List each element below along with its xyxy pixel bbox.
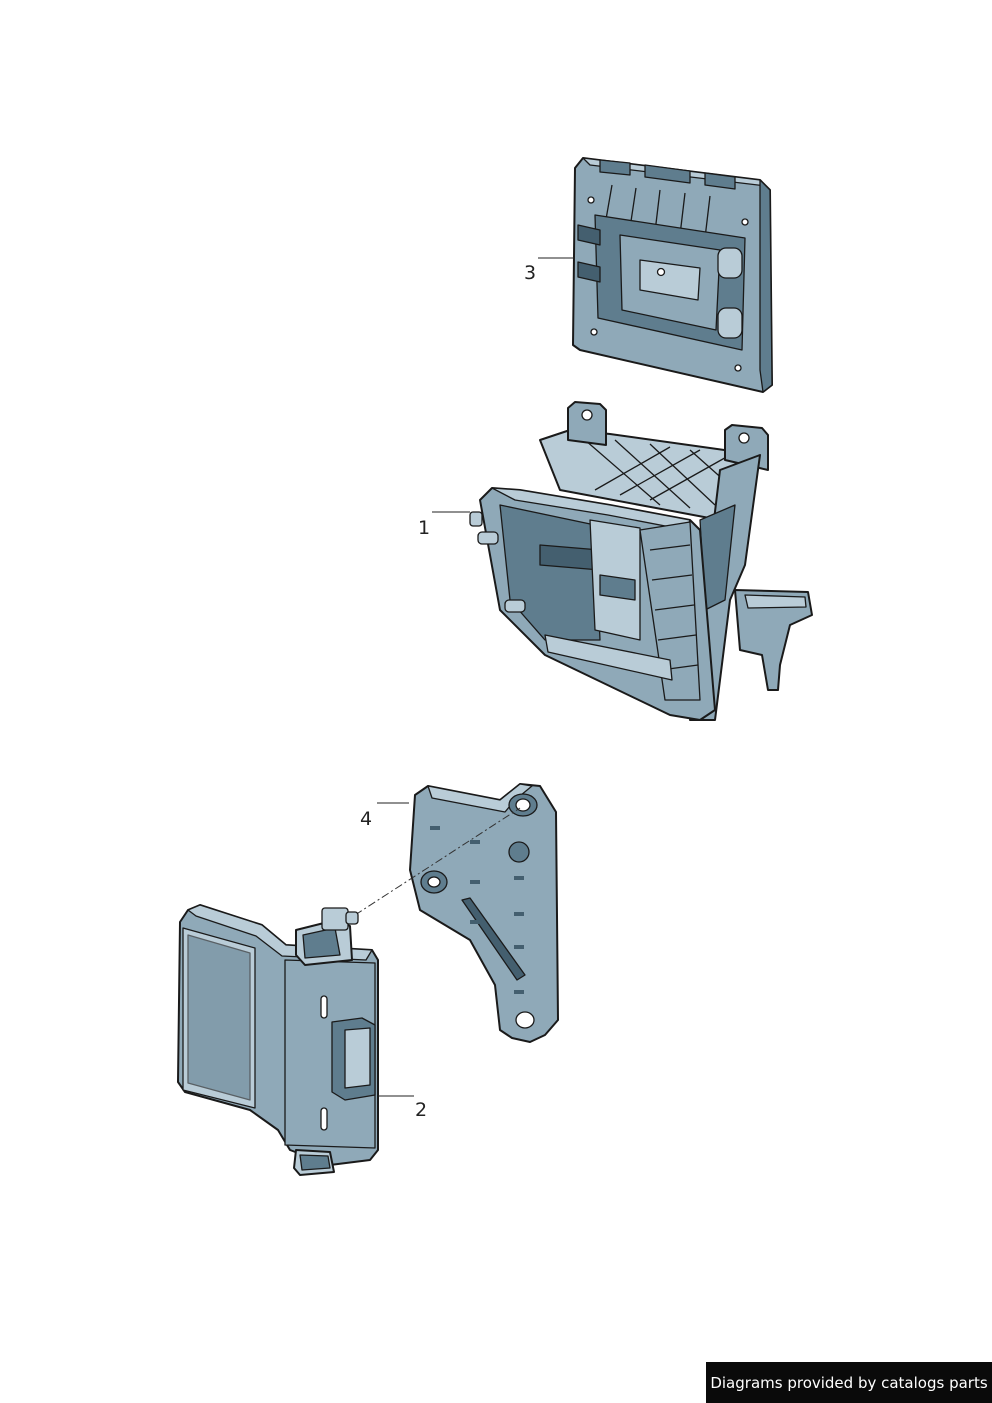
callout-3-label: 3 (524, 262, 536, 284)
callout-3: 3 (524, 257, 575, 284)
part-3-control-unit[interactable] (572, 157, 773, 393)
alignment-line (354, 807, 521, 916)
callout-1-label: 1 (418, 517, 430, 539)
watermark-banner: Diagrams provided by catalogs parts (706, 1362, 992, 1403)
callout-4: 4 (360, 802, 409, 830)
part-4-mounting-plate[interactable] (409, 783, 559, 1043)
callout-2: 2 (378, 1095, 427, 1121)
callout-1: 1 (418, 511, 470, 539)
part-1-mounting-bracket[interactable] (469, 401, 813, 721)
part-2-control-module[interactable] (177, 904, 379, 1176)
callout-2-label: 2 (415, 1099, 427, 1121)
callout-4-label: 4 (360, 808, 372, 830)
